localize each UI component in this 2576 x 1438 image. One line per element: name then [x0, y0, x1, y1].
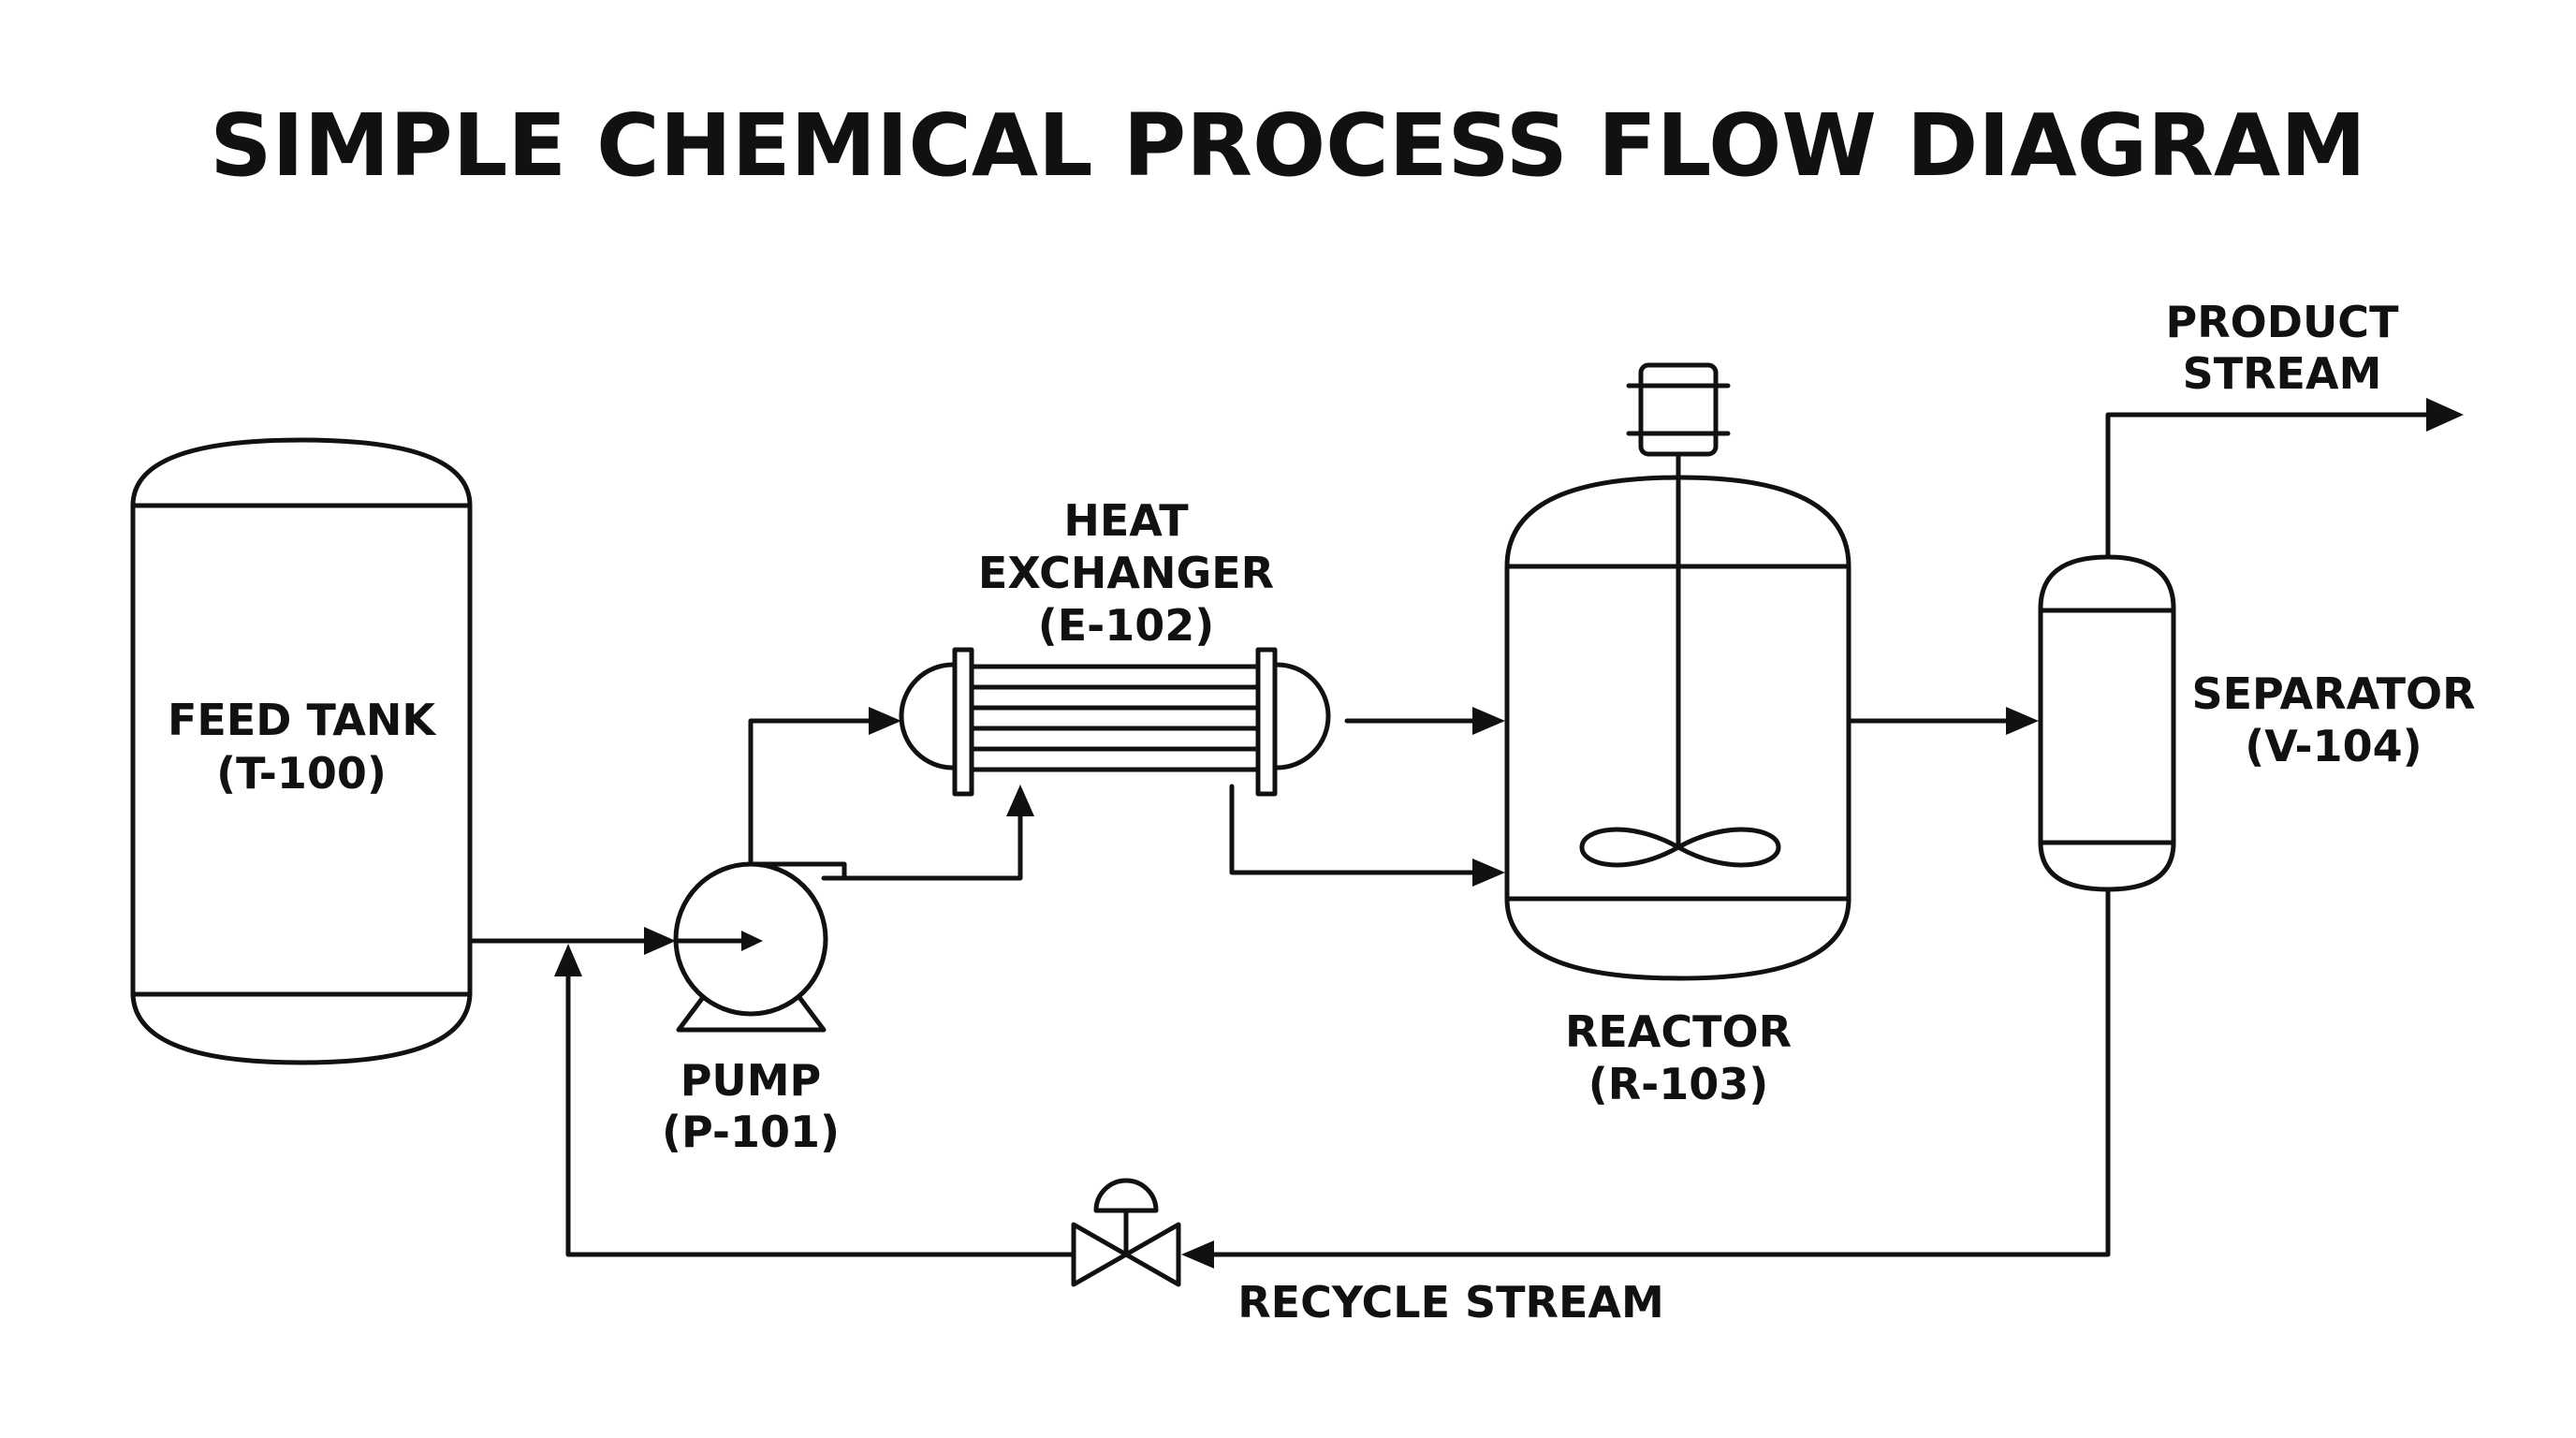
arrow-reactor-inlet-lower: [1472, 858, 1505, 887]
arrow-pump-inlet: [644, 927, 676, 955]
line-product-stream: [2105, 412, 2432, 560]
heat-exchanger-right-head: [1272, 662, 1331, 770]
recycle-stream-label: RECYCLE STREAM: [1237, 1277, 1664, 1328]
control-valve-body-left: [1071, 1222, 1129, 1287]
separator-tag: (V-104): [2245, 721, 2422, 771]
arrow-separator-inlet: [2006, 707, 2039, 735]
heat-exchanger-left-tubesheet: [952, 647, 974, 797]
heat-exchanger[interactable]: HEAT EXCHANGER (E-102): [899, 495, 1331, 797]
control-valve[interactable]: [1071, 1178, 1181, 1287]
feed-tank-label: FEED TANK: [168, 695, 437, 745]
pump-discharge-nozzle: [748, 861, 847, 881]
heat-exchanger-label-line2: EXCHANGER: [978, 548, 1274, 598]
product-stream-label-line1: PRODUCT: [2166, 297, 2400, 347]
arrow-exchanger-bottom-inlet: [1006, 785, 1034, 816]
heat-exchanger-left-head: [899, 662, 958, 770]
separator-vessel: [2038, 554, 2176, 892]
pump-tag: (P-101): [662, 1107, 840, 1157]
reactor-label: REACTOR: [1565, 1006, 1792, 1057]
pump-label: PUMP: [681, 1055, 822, 1106]
heat-exchanger-right-tubesheet: [1255, 647, 1278, 797]
reactor-tag: (R-103): [1588, 1059, 1769, 1109]
line-valve-to-feed: [565, 971, 1076, 1257]
control-valve-body-right: [1123, 1222, 1181, 1287]
arrow-recycle-merge: [554, 944, 582, 976]
arrow-exchanger-inlet: [869, 707, 901, 735]
pump[interactable]: PUMP (P-101): [662, 861, 847, 1157]
heat-exchanger-tube-bundle: [969, 664, 1261, 772]
line-pump-discharge-to-exchanger: [842, 812, 1023, 881]
line-exchanger-outlet-to-reactor: [1229, 784, 1477, 875]
heat-exchanger-tag: (E-102): [1038, 600, 1215, 651]
arrow-product-outlet: [2426, 398, 2464, 432]
separator-label: SEPARATOR: [2192, 668, 2476, 719]
feed-tank[interactable]: FEED TANK (T-100): [130, 437, 473, 1065]
pump-internal-flow-arrowhead: [741, 931, 763, 951]
diagram-title: SIMPLE CHEMICAL PROCESS FLOW DIAGRAM: [210, 95, 2366, 196]
arrow-valve-inlet: [1181, 1240, 1214, 1269]
reactor[interactable]: REACTOR (R-103): [1504, 362, 1852, 1109]
process-lines: [467, 398, 2464, 1269]
line-pump-to-exchanger-shell: [748, 718, 873, 867]
line-recycle-to-valve: [1209, 887, 2111, 1257]
agitator-impeller: [1579, 827, 1781, 868]
feed-tank-tag: (T-100): [216, 748, 387, 799]
pump-base: [676, 990, 827, 1033]
agitator-motor: [1626, 362, 1731, 457]
heat-exchanger-label-line1: HEAT: [1063, 495, 1189, 546]
arrow-reactor-inlet-upper: [1472, 707, 1505, 735]
control-valve-actuator: [1093, 1178, 1159, 1213]
separator[interactable]: SEPARATOR (V-104): [2038, 554, 2476, 892]
product-stream-label-line2: STREAM: [2183, 348, 2382, 399]
